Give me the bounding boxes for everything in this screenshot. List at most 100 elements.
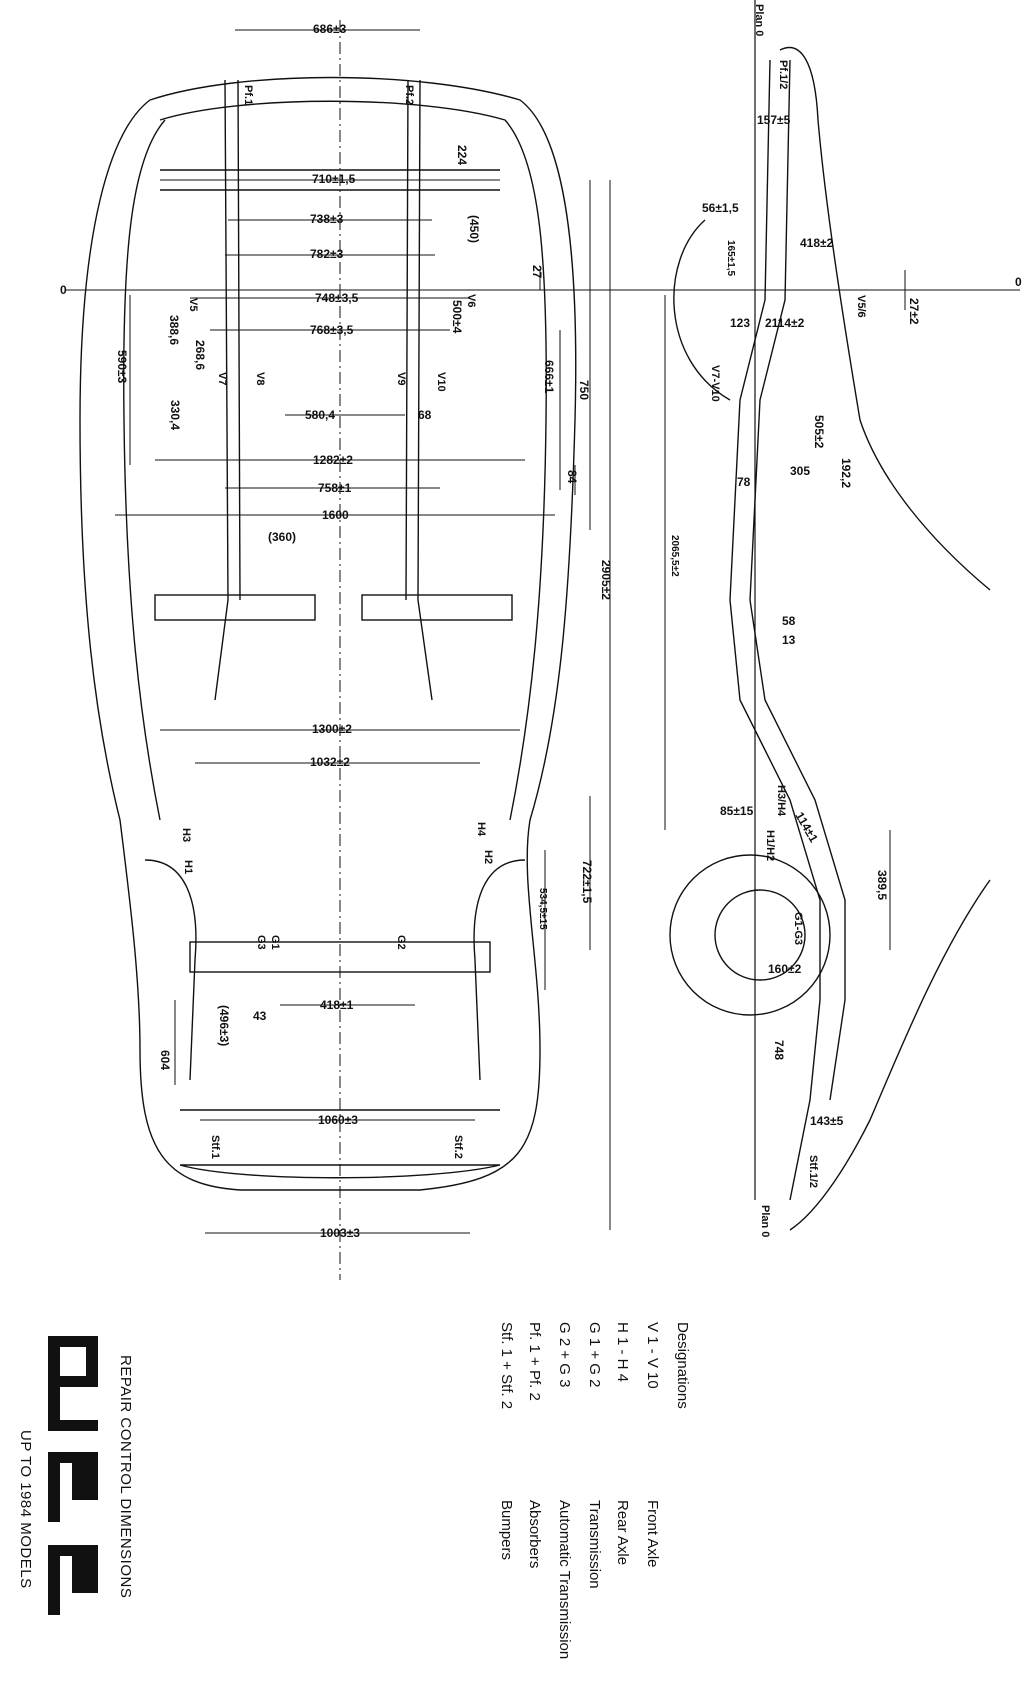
plan-front-crossmember bbox=[160, 169, 500, 191]
dim-534-5: 534,5±15 bbox=[537, 888, 548, 930]
legend-desc-6: Bumpers bbox=[498, 1500, 515, 1560]
dim-500: 500±4 bbox=[450, 300, 464, 334]
side-inner-profile bbox=[749, 59, 846, 1101]
dim-768: 768±3,5 bbox=[310, 323, 354, 337]
legend-desc-1: Front Axle bbox=[644, 1500, 661, 1568]
dim-418: 418±1 bbox=[320, 998, 354, 1012]
legend-code-3: G 1 + G 2 bbox=[586, 1322, 603, 1387]
plan-right-seat-rail bbox=[361, 594, 513, 621]
plan-body-outline bbox=[79, 76, 577, 1191]
dim-224: 224 bbox=[455, 145, 469, 165]
dim-68: 68 bbox=[418, 408, 432, 422]
point-v5-6: V5/6 bbox=[855, 295, 867, 318]
point-v7-v10: V7-V10 bbox=[709, 365, 721, 402]
dim-2065: 2065,5±2 bbox=[669, 535, 680, 577]
designations-legend: Designations V 1 - V 10 Front Axle H 1 -… bbox=[498, 1322, 691, 1659]
point-h3: H3 bbox=[180, 828, 192, 842]
point-h3-h4: H3/H4 bbox=[775, 785, 787, 817]
side-view bbox=[664, 0, 991, 1231]
point-stf1-2: Stf.1/2 bbox=[807, 1155, 819, 1188]
dim-2905: 2905±2 bbox=[599, 560, 613, 600]
side-plan-zero-bottom: Plan 0 bbox=[759, 1205, 771, 1237]
side-floor-profile bbox=[729, 59, 821, 1201]
dim-78: 78 bbox=[737, 475, 751, 489]
plan-right-rail bbox=[405, 79, 433, 701]
side-zero-label: 0 bbox=[1015, 275, 1022, 289]
dim-27: 27 bbox=[530, 265, 544, 279]
dim-27-2: 27±2 bbox=[907, 298, 921, 325]
plan-point-labels: Pf.1 Pf.2 V5 V6 V7 V8 V9 V10 H1 H2 H3 H4… bbox=[180, 85, 494, 1159]
dim-388-6: 388,6 bbox=[167, 315, 181, 345]
dim-418-side: 418±2 bbox=[800, 236, 834, 250]
dim-305: 305 bbox=[790, 464, 810, 478]
dim-758: 758±1 bbox=[318, 481, 352, 495]
plan-left-seat-rail bbox=[154, 594, 316, 621]
legend-heading: Designations bbox=[674, 1322, 691, 1409]
point-h1: H1 bbox=[182, 860, 194, 874]
legend-code-5: Pf. 1 + Pf. 2 bbox=[526, 1322, 543, 1401]
dim-58: 58 bbox=[782, 614, 796, 628]
side-rear-wheel-outer bbox=[669, 854, 831, 1016]
legend-code-2: H 1 - H 4 bbox=[614, 1322, 631, 1382]
dim-1003: 1003±3 bbox=[320, 1226, 360, 1240]
plan-dimension-lines bbox=[115, 29, 611, 1234]
point-pf1: Pf.1 bbox=[242, 85, 254, 105]
plan-left-rear-arch bbox=[144, 859, 197, 1081]
side-rear-wheel-inner bbox=[714, 889, 806, 981]
dim-360: (360) bbox=[268, 530, 296, 544]
dim-590: 590±3 bbox=[115, 350, 129, 384]
dim-604: 604 bbox=[158, 1050, 172, 1070]
dim-722: 722±1,5 bbox=[580, 860, 594, 904]
point-pf2: Pf.2 bbox=[403, 85, 415, 105]
dim-782: 782±3 bbox=[310, 247, 344, 261]
point-pf1-2: Pf.1/2 bbox=[777, 60, 789, 89]
point-v5: V5 bbox=[187, 298, 199, 311]
title-block: REPAIR CONTROL DIMENSIONS 944 UP TO 1984… bbox=[17, 1336, 134, 1615]
dim-1032: 1032±2 bbox=[310, 755, 350, 769]
plan-dimension-labels: 686±3 224 710±1,5 738±3 782±3 (450) 27 7… bbox=[115, 22, 613, 1240]
dim-710: 710±1,5 bbox=[312, 172, 356, 186]
dim-2114: 2114±2 bbox=[765, 316, 805, 330]
plan-right-rear-arch bbox=[473, 859, 526, 1081]
point-v9: V9 bbox=[395, 372, 407, 385]
point-h1-h2: H1/H2 bbox=[764, 830, 776, 861]
dim-123: 123 bbox=[730, 316, 750, 330]
point-v6: V6 bbox=[465, 294, 477, 307]
dim-505: 505±2 bbox=[812, 415, 826, 449]
point-h4: H4 bbox=[475, 822, 487, 837]
dim-165: 165±1,5 bbox=[725, 240, 736, 277]
dim-389-5: 389,5 bbox=[875, 870, 889, 900]
dim-330-4: 330,4 bbox=[168, 400, 182, 430]
dim-1600: 1600 bbox=[322, 508, 349, 522]
dim-738: 738±3 bbox=[310, 212, 344, 226]
dim-56: 56±1,5 bbox=[702, 201, 739, 215]
legend-code-6: Stf. 1 + Stf. 2 bbox=[498, 1322, 515, 1409]
legend-code-4: G 2 + G 3 bbox=[556, 1322, 573, 1387]
dim-686: 686±3 bbox=[313, 22, 347, 36]
point-g2: G2 bbox=[395, 935, 407, 950]
point-g1: G1 bbox=[269, 935, 281, 950]
plan-inner-line bbox=[123, 100, 547, 821]
dim-192: 192,2 bbox=[839, 458, 853, 488]
legend-code-1: V 1 - V 10 bbox=[644, 1322, 661, 1389]
dim-748: 748±3,5 bbox=[315, 291, 359, 305]
legend-desc-3: Transmission bbox=[586, 1500, 603, 1589]
dim-496: (496±3) bbox=[217, 1005, 231, 1046]
sheet-title: REPAIR CONTROL DIMENSIONS bbox=[117, 1355, 134, 1598]
dim-13: 13 bbox=[782, 633, 796, 647]
point-stf2: Stf.2 bbox=[452, 1135, 464, 1159]
dim-84: 84 bbox=[565, 470, 579, 484]
dim-580-4: 580,4 bbox=[305, 408, 335, 422]
point-v7: V7 bbox=[216, 372, 228, 385]
dim-43: 43 bbox=[253, 1009, 267, 1023]
dim-1060: 1060±3 bbox=[318, 1113, 358, 1127]
side-plan-zero-top: Plan 0 bbox=[753, 4, 765, 36]
dim-748-side: 748 bbox=[772, 1040, 786, 1060]
dim-85: 85±15 bbox=[720, 804, 754, 818]
legend-desc-4: Automatic Transmission bbox=[556, 1500, 573, 1659]
plan-left-rail bbox=[214, 79, 241, 701]
plan-view bbox=[79, 76, 577, 1191]
dim-268-6: 268,6 bbox=[193, 340, 207, 370]
side-body-profile bbox=[779, 46, 991, 1231]
dim-143: 143±5 bbox=[810, 1114, 844, 1128]
